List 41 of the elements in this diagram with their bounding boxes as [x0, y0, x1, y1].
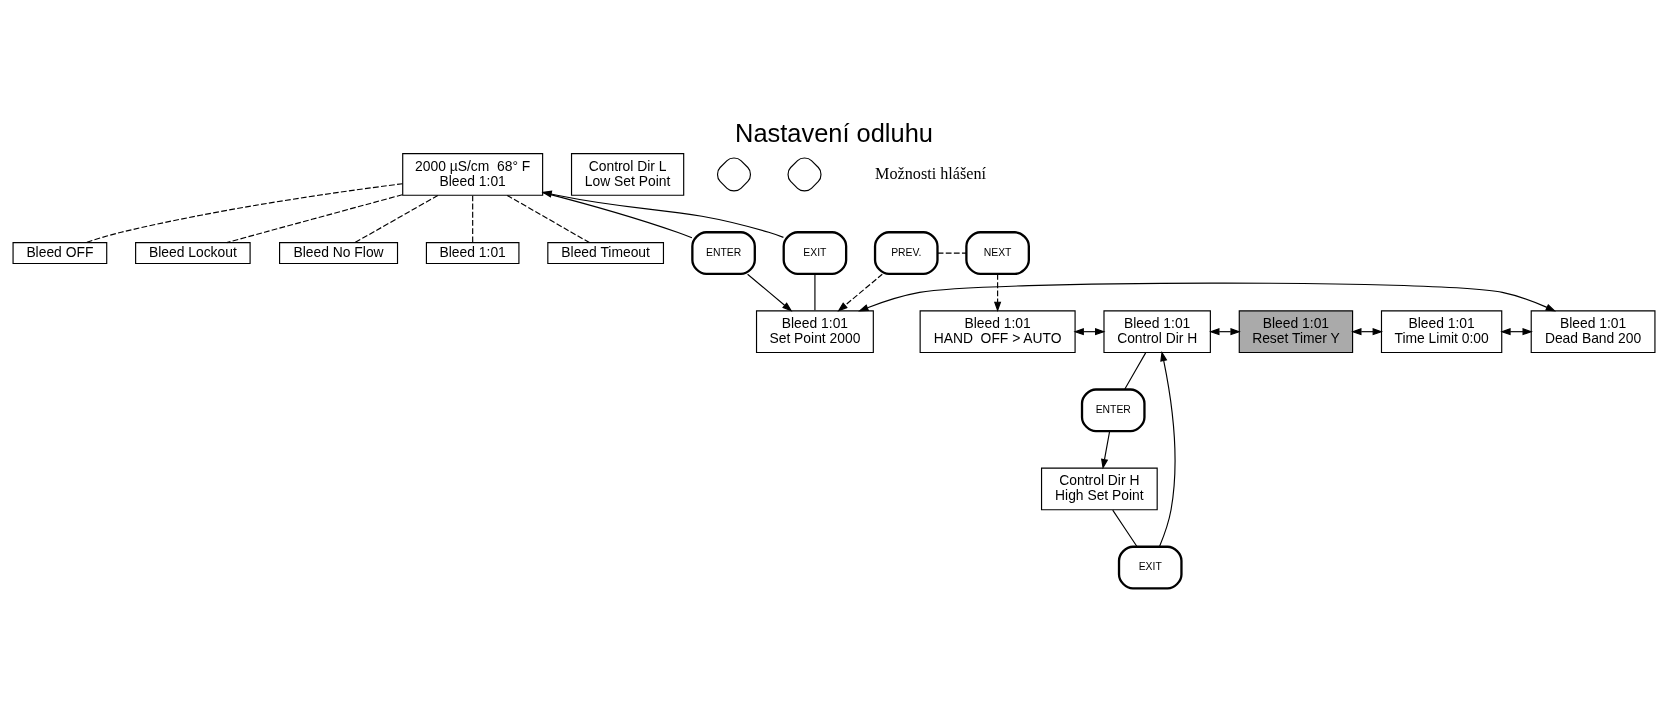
node-diamond — [787, 156, 822, 191]
connector — [354, 194, 439, 243]
node-box: Bleed 1:01 HAND OFF > AUTO — [919, 309, 1076, 353]
node-box: Bleed OFF — [12, 241, 108, 264]
node-box: Control Dir L Low Set Point — [570, 152, 685, 196]
node-box: ENTER — [691, 230, 756, 275]
arrow — [993, 273, 1002, 312]
connector — [85, 182, 404, 243]
node-box: Bleed 1:01 Control Dir H — [1103, 309, 1211, 353]
connector — [1124, 351, 1147, 390]
diagram-title: Nastavení odluhu — [735, 118, 933, 147]
node-box: Bleed 1:01 — [425, 241, 520, 264]
node-box: NEXT — [965, 230, 1030, 275]
node-box: 2000 µS/cm 68° F Bleed 1:01 — [402, 152, 544, 196]
arrow — [541, 190, 784, 238]
node-box: Bleed 1:01 Set Point 2000 — [755, 309, 874, 353]
connector — [226, 193, 403, 243]
node-diamond — [716, 156, 752, 191]
arrow — [858, 282, 1557, 312]
node-box: Bleed Timeout — [547, 241, 665, 264]
connector — [814, 273, 816, 311]
label: Možnosti hlášení — [875, 164, 987, 182]
node-box: Bleed No Flow — [279, 241, 399, 264]
node-box: EXIT — [1117, 545, 1183, 590]
connector — [472, 194, 474, 243]
connector — [542, 191, 693, 238]
arrow — [1158, 350, 1176, 547]
node-box: EXIT — [782, 230, 848, 275]
arrow — [747, 273, 793, 312]
node-box: Bleed Lockout — [135, 241, 251, 264]
node-box: PREV. — [873, 230, 939, 275]
node-box: Control Dir H High Set Point — [1040, 467, 1158, 510]
arrow — [837, 273, 883, 312]
connector — [506, 194, 590, 243]
node-box: Bleed 1:01 Reset Timer Y — [1238, 309, 1354, 353]
node-box: ENTER — [1080, 387, 1146, 432]
node-box: Bleed 1:01 Time Limit 0:00 — [1380, 309, 1503, 353]
arrow — [1101, 430, 1111, 469]
connector — [1112, 509, 1138, 547]
node-box: Bleed 1:01 Dead Band 200 — [1530, 309, 1656, 353]
connector — [937, 252, 967, 254]
